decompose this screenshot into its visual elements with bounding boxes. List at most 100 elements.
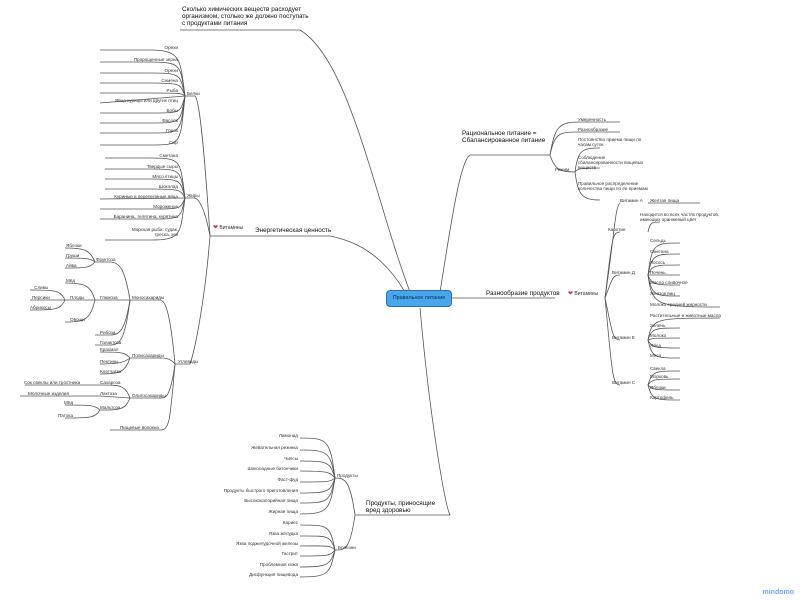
list-item: Орехи <box>164 45 178 50</box>
products-label[interactable]: Продукты <box>337 473 358 478</box>
list-item: Сельдь <box>650 238 666 243</box>
vitamin-a-label[interactable]: Витамин А <box>620 198 643 203</box>
list-item: Желтая пища <box>650 198 680 203</box>
list-item: Пектины <box>100 359 119 364</box>
list-item: Орехи <box>164 68 178 73</box>
glucose-label[interactable]: Глюкоза <box>100 295 118 300</box>
list-item: Мясо птицы <box>152 174 178 179</box>
list-item: Мороженое <box>153 204 178 209</box>
list-item: Яблоки <box>66 243 82 248</box>
list-item: Куриные и перепелиные яйца <box>114 194 178 199</box>
list-item: Картофель <box>650 395 674 400</box>
ribose-label[interactable]: Рибоза <box>100 330 116 335</box>
fats-label[interactable]: Жиры <box>187 193 200 198</box>
vitamin-d-label[interactable]: Витамин Д <box>612 270 635 275</box>
list-item: Груши <box>66 253 80 258</box>
list-item: Айва <box>66 263 77 268</box>
list-item: Рыба <box>166 88 178 93</box>
list-item: Проблемная кожа <box>259 562 298 567</box>
sucrose-label[interactable]: Сахароза <box>100 380 121 385</box>
list-item: Молоко <box>650 333 667 338</box>
regime-label[interactable]: Режим <box>555 167 570 172</box>
list-item: Клетчатка <box>100 369 122 374</box>
list-item: Пророщенные зерна <box>133 57 178 62</box>
list-item: Находится во всех частях продуктов, имею… <box>640 212 720 222</box>
list-item: Яйца курицы или других птиц <box>114 98 178 103</box>
list-item: Шоколадные батончики <box>247 466 298 471</box>
list-item: Крахмал <box>100 347 119 352</box>
lactose-label[interactable]: Лактоза <box>100 391 117 396</box>
connector-rational <box>439 154 550 293</box>
list-item: Шоколад <box>158 184 178 189</box>
list-item: Правильное распределение количества пищи… <box>578 181 648 191</box>
list-item: Гастрит <box>281 551 298 556</box>
list-item: Баранина, телятина, курятина <box>113 214 178 219</box>
list-item: Язва поджелудочной железы <box>235 541 298 546</box>
list-item: Желток яиц <box>650 291 675 296</box>
mono-label[interactable]: Моносахариды <box>132 295 165 300</box>
diseases-label[interactable]: Болезни <box>338 545 356 550</box>
galactose-label[interactable]: Галактоза <box>100 340 122 345</box>
list-item: Яйца <box>650 343 662 348</box>
connector-energy <box>254 235 406 293</box>
list-item: Мёд <box>64 400 74 405</box>
list-item: Персики <box>32 295 50 300</box>
list-item: Сыр <box>168 140 178 145</box>
list-item: Печень <box>650 270 666 275</box>
vitamins-tag-variety: ❤ Витамины <box>568 291 599 297</box>
branch-rational[interactable]: Рациональное питание = Сбалансированное … <box>462 130 546 144</box>
list-item: Семена <box>161 78 178 83</box>
proteins-label[interactable]: Белки <box>187 91 200 96</box>
list-item: Продукты быстрого приготовления <box>223 488 298 493</box>
list-item: Сок свеклы или тростника <box>24 380 81 385</box>
poly-label[interactable]: Полисахариды <box>132 353 164 358</box>
list-item: Жевательная резинка <box>251 445 298 450</box>
list-item: Лосось <box>650 260 666 265</box>
list-item: Абрикосы <box>30 305 52 310</box>
carbs-label[interactable]: Углеводы <box>178 359 199 364</box>
list-item: Молоко средней жирности <box>650 302 707 307</box>
heart-icon: ❤ <box>568 291 574 297</box>
list-item: Сливы <box>34 285 49 290</box>
list-item: Овощи <box>70 317 85 322</box>
list-item: Морская рыба: судак, треска, хек <box>131 227 178 237</box>
connector-note <box>180 29 411 293</box>
list-item: Фаст-фуд <box>277 477 298 482</box>
list-item: Умеренность <box>578 117 606 122</box>
branch-energy[interactable]: Энергетическая ценность <box>255 227 332 234</box>
fruits-label[interactable]: Плоды <box>70 295 85 300</box>
list-item: Бобы <box>166 108 178 113</box>
note-text: Сколько химических веществ расходует орг… <box>182 6 309 27</box>
carotene-label[interactable]: Каротин <box>608 227 626 232</box>
list-item: Соблюдение сбалансированности пищевых ве… <box>578 155 644 170</box>
branch-harmful[interactable]: Продукты, приносящие вред здоровью <box>366 500 436 514</box>
list-item: Зелень <box>650 323 666 328</box>
list-item: Разнообразие <box>578 127 609 132</box>
list-item: Масло сливочное <box>650 280 688 285</box>
fiber-label[interactable]: Пищевые волокна <box>120 425 159 430</box>
list-item: Мясо <box>650 353 662 358</box>
branch-variety[interactable]: Разнообразие продуктов <box>486 290 560 297</box>
list-item: Фасоль <box>162 118 178 123</box>
list-item: Кариес <box>282 520 298 525</box>
oligo-label[interactable]: Олигосахариды <box>132 393 166 398</box>
list-item: Молочные изделия <box>28 391 69 396</box>
vitamin-e-label[interactable]: Витамин Е <box>612 335 635 340</box>
list-item: Язва желудка <box>268 531 298 536</box>
fructose-label[interactable]: Фруктоза <box>96 257 116 262</box>
list-item: Яблоки <box>650 385 666 390</box>
list-item: Чипсы <box>284 456 298 461</box>
list-item: Горох <box>165 128 178 133</box>
connector-harmful <box>362 307 451 516</box>
vitamins-tag-energy: ❤ Витамины <box>213 225 244 231</box>
list-item: Высококалорийная пища <box>244 498 298 503</box>
list-item: Свекла <box>650 366 666 371</box>
list-item: Лимонад <box>278 433 298 438</box>
list-item: Сметана <box>159 153 178 158</box>
list-item: Жирная пища <box>268 509 298 514</box>
vitamin-c-label[interactable]: Витамин С <box>612 380 636 385</box>
central-topic[interactable]: Правильное питание <box>386 290 452 307</box>
list-item: Морковь <box>650 374 669 379</box>
list-item: Сметана <box>650 249 669 254</box>
maltose-label[interactable]: Мальтоза <box>100 405 121 410</box>
